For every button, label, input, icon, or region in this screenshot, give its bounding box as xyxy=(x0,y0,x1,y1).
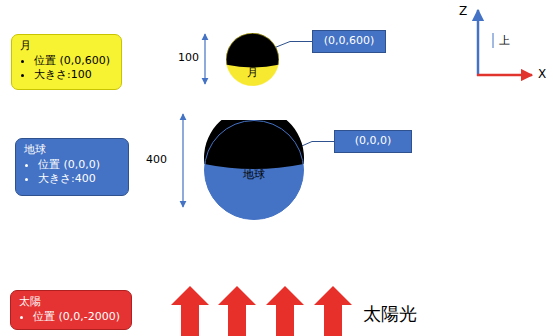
earth-info-box: 地球位置 (0,0,0)大きさ:400 xyxy=(15,138,129,196)
body-name: 月 xyxy=(226,66,279,79)
position-callout: (0,0,0) xyxy=(334,130,412,153)
x-axis xyxy=(477,74,532,77)
sun-info-box: 太陽位置 (0,0,-2000) xyxy=(10,290,132,330)
bullet-item: 位置 (0,0,-2000) xyxy=(33,310,123,324)
position-callout: (0,0,600) xyxy=(312,30,386,53)
legend-text: 太陽光 xyxy=(363,302,417,326)
callout-text: (0,0,0) xyxy=(355,134,392,147)
bullet-list: 位置 (0,0,0)大きさ:400 xyxy=(24,158,120,186)
bullet-list: 位置 (0,0,600)大きさ:100 xyxy=(20,54,113,82)
sunlight-arrows xyxy=(171,286,352,336)
shadow-half xyxy=(226,33,279,67)
axis-label: Z xyxy=(459,4,467,18)
bullet-item: 位置 (0,0,0) xyxy=(38,158,120,172)
z-axis xyxy=(477,10,480,76)
bullet-list: 位置 (0,0,-2000) xyxy=(19,310,123,324)
earth-circle: 地球 xyxy=(204,120,304,220)
dimension-arrow xyxy=(182,114,183,207)
bullet-item: 大きさ:100 xyxy=(34,68,113,82)
axis-label: X xyxy=(538,67,546,81)
callout-text: (0,0,600) xyxy=(324,34,375,47)
dimension-label: 400 xyxy=(146,153,167,166)
body-name: 地球 xyxy=(204,168,304,181)
bullet-item: 位置 (0,0,600) xyxy=(34,54,113,68)
bullet-item: 大きさ:400 xyxy=(38,172,120,186)
box-heading: 太陽 xyxy=(19,295,123,309)
dimension-label: 100 xyxy=(178,51,199,64)
box-heading: 月 xyxy=(20,39,113,53)
box-heading: 地球 xyxy=(24,143,120,157)
dimension-arrow xyxy=(204,34,205,84)
circle-outline xyxy=(226,33,278,85)
circle-outline xyxy=(205,121,304,220)
moon-circle: 月 xyxy=(226,33,279,86)
axis-label: 上 xyxy=(499,33,510,48)
moon-info-box: 月位置 (0,0,600)大きさ:100 xyxy=(11,34,122,90)
up-marker xyxy=(493,33,494,48)
shadow-half xyxy=(204,120,304,169)
lit-half xyxy=(226,33,278,85)
